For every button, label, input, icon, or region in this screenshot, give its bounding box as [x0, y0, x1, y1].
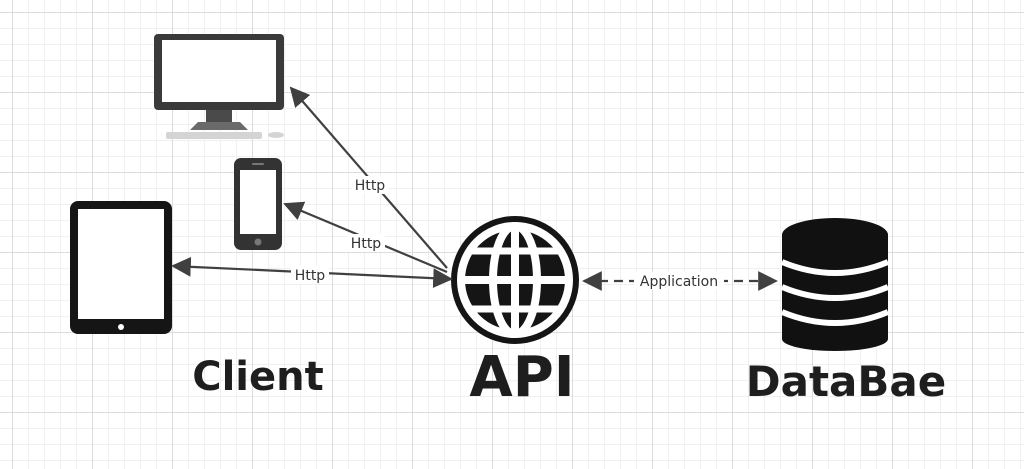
database-label: DataBae	[746, 357, 946, 406]
api-label: API	[469, 345, 574, 410]
svg-text:Http: Http	[351, 236, 382, 252]
edge-label-desktop: Http	[352, 176, 388, 194]
globe-icon	[451, 216, 579, 344]
edge-label-database: Application	[634, 272, 724, 290]
svg-text:Http: Http	[295, 268, 326, 284]
svg-text:Application: Application	[640, 274, 718, 290]
svg-text:Http: Http	[355, 178, 386, 194]
client-label: Client	[192, 354, 324, 400]
edge-label-tablet: Http	[291, 266, 329, 284]
tablet-icon	[70, 201, 172, 334]
database-icon	[780, 218, 890, 351]
desktop-icon	[154, 34, 284, 139]
edge-label-phone: Http	[347, 234, 385, 252]
phone-icon	[234, 158, 282, 250]
